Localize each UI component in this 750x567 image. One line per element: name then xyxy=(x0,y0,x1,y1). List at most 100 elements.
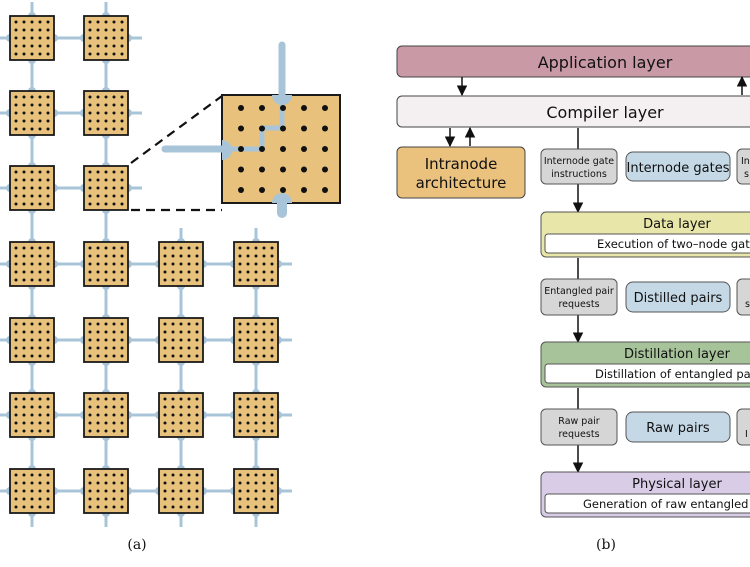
qubit-dot xyxy=(179,246,183,250)
internode-gate-instructions-line2: instructions xyxy=(551,169,607,180)
zoomed-qubit-dot xyxy=(259,105,265,111)
qubit-dot xyxy=(187,413,191,417)
qubit-dot xyxy=(112,473,116,477)
internode-cut-line2: s xyxy=(744,169,749,180)
qubit-dot xyxy=(104,413,108,417)
qubit-dot xyxy=(22,497,26,501)
qubit-dot xyxy=(179,429,183,433)
qubit-dot xyxy=(96,413,100,417)
qubit-dot xyxy=(88,322,92,326)
qubit-dot xyxy=(112,397,116,401)
qubit-dot xyxy=(38,202,42,206)
qubit-dot xyxy=(104,127,108,131)
qubit-dot xyxy=(30,278,34,282)
qubit-dot xyxy=(96,481,100,485)
distillation-layer-subtitle-box xyxy=(544,363,750,384)
qubit-dot xyxy=(22,178,26,182)
zoomed-qubit-dot xyxy=(259,166,265,173)
qubit-dot xyxy=(163,270,167,274)
qubit-dot xyxy=(254,413,258,417)
qubit-dot xyxy=(187,270,191,274)
qubit-dot xyxy=(270,505,274,509)
qubit-dot xyxy=(187,429,191,433)
qubit-dot xyxy=(46,322,50,326)
qubit-dot xyxy=(46,262,50,266)
qubit-dot xyxy=(254,505,258,509)
qubit-dot xyxy=(270,262,274,266)
qubit-dot xyxy=(270,405,274,409)
qubit-dot xyxy=(120,429,124,433)
qubit-dot xyxy=(46,36,50,40)
qubit-dot xyxy=(46,429,50,433)
qubit-dot xyxy=(163,246,167,250)
qubit-dot xyxy=(104,44,108,48)
qubit-dot xyxy=(96,194,100,198)
qubit-dot xyxy=(238,429,242,433)
qubit-dot xyxy=(270,481,274,485)
qubit-dot xyxy=(262,354,266,358)
raw-pair-requests-line1: Raw pair xyxy=(558,416,599,427)
qubit-dot xyxy=(171,322,175,326)
qubit-dot xyxy=(262,497,266,501)
qubit-dot xyxy=(30,397,34,401)
qubit-dot xyxy=(246,397,250,401)
qubit-dot xyxy=(112,481,116,485)
qubit-dot xyxy=(163,489,167,493)
qubit-dot xyxy=(104,346,108,350)
qubit-dot xyxy=(270,429,274,433)
zoomed-qubit-dot xyxy=(301,187,307,193)
qubit-dot xyxy=(104,270,108,274)
qubit-dot xyxy=(104,338,108,342)
qubit-dot xyxy=(262,405,266,409)
qubit-dot xyxy=(38,28,42,32)
qubit-dot xyxy=(262,254,266,258)
qubit-dot xyxy=(163,421,167,425)
qubit-dot xyxy=(88,354,92,358)
qubit-dot xyxy=(38,413,42,417)
qubit-dot xyxy=(179,330,183,334)
qubit-dot xyxy=(46,505,50,509)
qubit-dot xyxy=(246,254,250,258)
qubit-dot xyxy=(246,421,250,425)
qubit-dot xyxy=(46,497,50,501)
qubit-dot xyxy=(96,119,100,123)
qubit-dot xyxy=(38,338,42,342)
qubit-dot xyxy=(38,178,42,182)
qubit-dot xyxy=(22,489,26,493)
qubit-dot xyxy=(38,405,42,409)
qubit-dot xyxy=(14,473,18,477)
qubit-dot xyxy=(246,278,250,282)
qubit-dot xyxy=(30,194,34,198)
qubit-dot xyxy=(46,397,50,401)
qubit-dot xyxy=(30,52,34,56)
qubit-dot xyxy=(254,338,258,342)
qubit-dot xyxy=(30,170,34,174)
qubit-dot xyxy=(88,36,92,40)
qubit-dot xyxy=(195,473,199,477)
qubit-dot xyxy=(46,270,50,274)
qubit-dot xyxy=(262,246,266,250)
qubit-dot xyxy=(22,322,26,326)
qubit-dot xyxy=(104,246,108,250)
qubit-dot xyxy=(88,338,92,342)
qubit-dot xyxy=(104,194,108,198)
zoomed-qubit-dot xyxy=(301,146,307,152)
qubit-dot xyxy=(195,330,199,334)
qubit-dot xyxy=(46,278,50,282)
qubit-dot xyxy=(171,397,175,401)
qubit-dot xyxy=(22,103,26,107)
intranode-label-line2: architecture xyxy=(416,174,507,192)
qubit-dot xyxy=(46,44,50,48)
qubit-dot xyxy=(30,119,34,123)
internode-gates-label: Internode gates xyxy=(627,161,730,176)
qubit-dot xyxy=(46,52,50,56)
qubit-dot xyxy=(179,397,183,401)
qubit-dot xyxy=(112,405,116,409)
qubit-dot xyxy=(254,405,258,409)
qubit-dot xyxy=(238,330,242,334)
qubit-dot xyxy=(30,127,34,131)
qubit-dot xyxy=(163,346,167,350)
qubit-dot xyxy=(187,338,191,342)
compiler-layer-label: Compiler layer xyxy=(546,103,664,122)
